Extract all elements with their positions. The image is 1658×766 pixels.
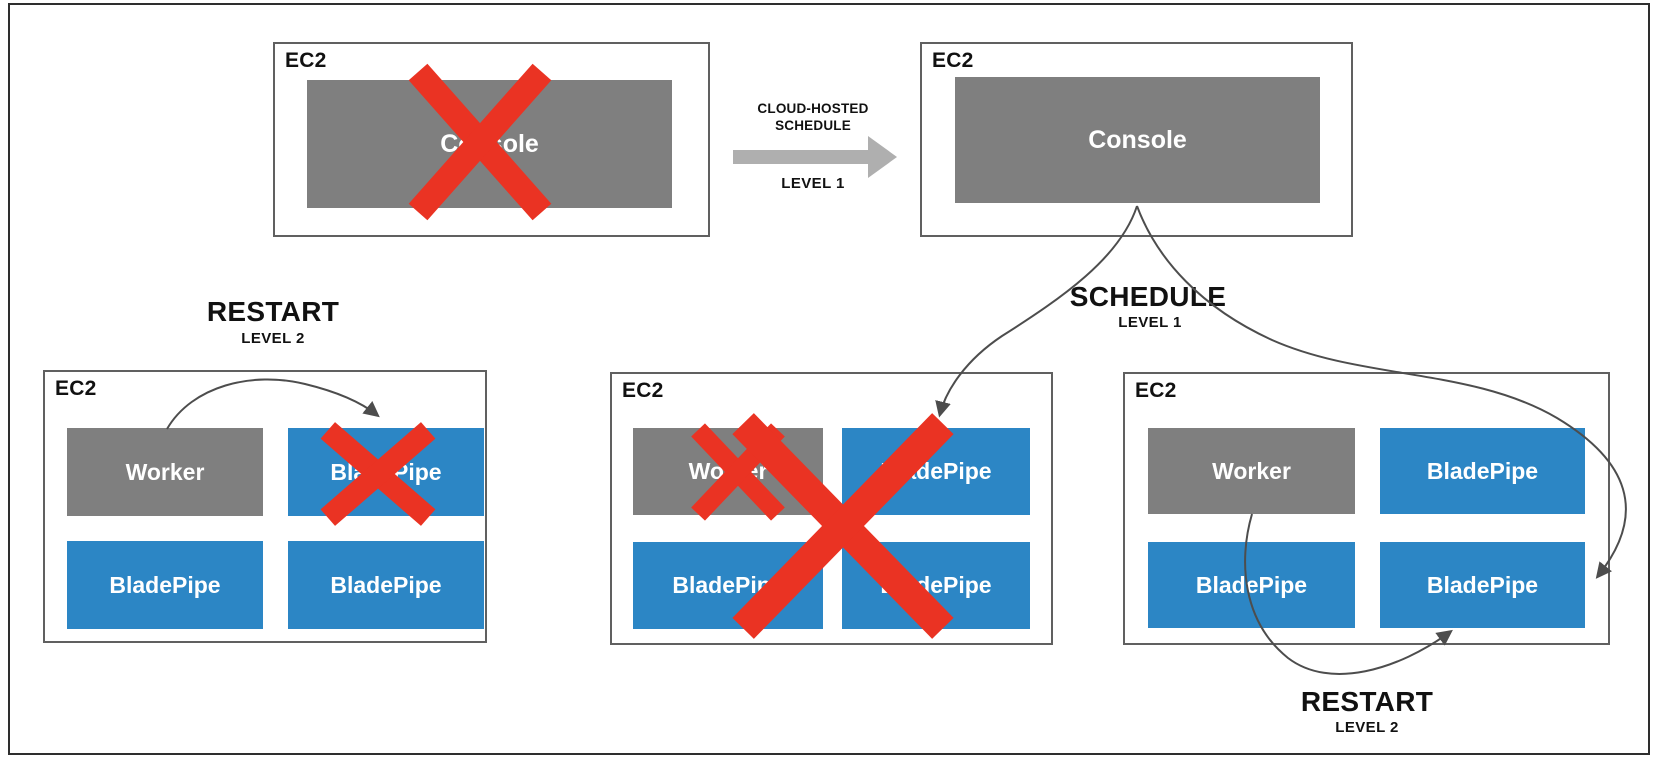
bladepipe-box: BladePipe — [842, 428, 1030, 515]
restart-right-level-label: LEVEL 2 — [1335, 719, 1399, 736]
bladepipe-label: BladePipe — [1195, 571, 1308, 598]
ec2-box-worker-left: EC2 Worker BladePipe BladePipe BladePipe — [43, 370, 487, 643]
bladepipe-label: BladePipe — [1426, 571, 1539, 598]
console-box-active: Console — [955, 77, 1320, 203]
bladepipe-box: BladePipe — [633, 542, 823, 629]
restart-left-title: RESTART — [206, 296, 340, 327]
ec2-label: EC2 — [55, 377, 97, 400]
bladepipe-box: BladePipe — [67, 541, 263, 629]
ec2-box-console-failed: EC2 Console — [273, 42, 710, 237]
transition-line2: SCHEDULE — [775, 118, 851, 133]
worker-box: Worker — [1148, 428, 1355, 514]
transition-label: CLOUD-HOSTED SCHEDULE — [757, 100, 868, 134]
console-box-failed: Console — [307, 80, 672, 208]
transition-line1: CLOUD-HOSTED — [757, 101, 869, 116]
schedule-title: SCHEDULE — [1069, 281, 1227, 312]
bladepipe-box-failed: BladePipe — [288, 428, 484, 516]
bladepipe-label: BladePipe — [330, 458, 442, 485]
bladepipe-label: BladePipe — [880, 572, 992, 598]
console-label: Console — [440, 129, 539, 158]
bladepipe-label: BladePipe — [330, 571, 442, 598]
worker-label: Worker — [1212, 457, 1291, 484]
flow-arrow-icon — [733, 136, 897, 178]
restart-left-level-label: LEVEL 2 — [241, 330, 305, 347]
bladepipe-label: BladePipe — [1426, 457, 1539, 484]
ec2-box-worker-middle-failed: EC2 Worker BladePipe BladePipe BladePipe — [610, 372, 1053, 645]
console-label: Console — [1088, 125, 1187, 154]
schedule-level-label: LEVEL 1 — [1118, 314, 1182, 331]
bladepipe-box-restart-target: BladePipe — [1380, 542, 1585, 628]
ec2-box-worker-right: EC2 Worker BladePipe BladePipe BladePipe — [1123, 372, 1610, 645]
bladepipe-box: BladePipe — [1148, 542, 1355, 628]
worker-box: Worker — [67, 428, 263, 516]
bladepipe-box: BladePipe — [1380, 428, 1585, 514]
bladepipe-label: BladePipe — [672, 572, 784, 598]
restart-right-title: RESTART — [1300, 686, 1434, 717]
flow-arrow-head — [868, 136, 897, 178]
ec2-label: EC2 — [622, 379, 664, 402]
flow-arrow-shaft — [733, 150, 868, 164]
bladepipe-label: BladePipe — [880, 458, 992, 484]
worker-box-failed: Worker — [633, 428, 823, 515]
transition-level-label: LEVEL 1 — [781, 175, 845, 192]
ec2-box-console-active: EC2 Console — [920, 42, 1353, 237]
bladepipe-box: BladePipe — [842, 542, 1030, 629]
bladepipe-box: BladePipe — [288, 541, 484, 629]
worker-label: Worker — [125, 458, 205, 485]
bladepipe-label: BladePipe — [109, 571, 221, 598]
ec2-label: EC2 — [285, 49, 327, 72]
ec2-label: EC2 — [932, 49, 974, 72]
worker-label: Worker — [688, 458, 768, 484]
ec2-label: EC2 — [1135, 379, 1177, 402]
